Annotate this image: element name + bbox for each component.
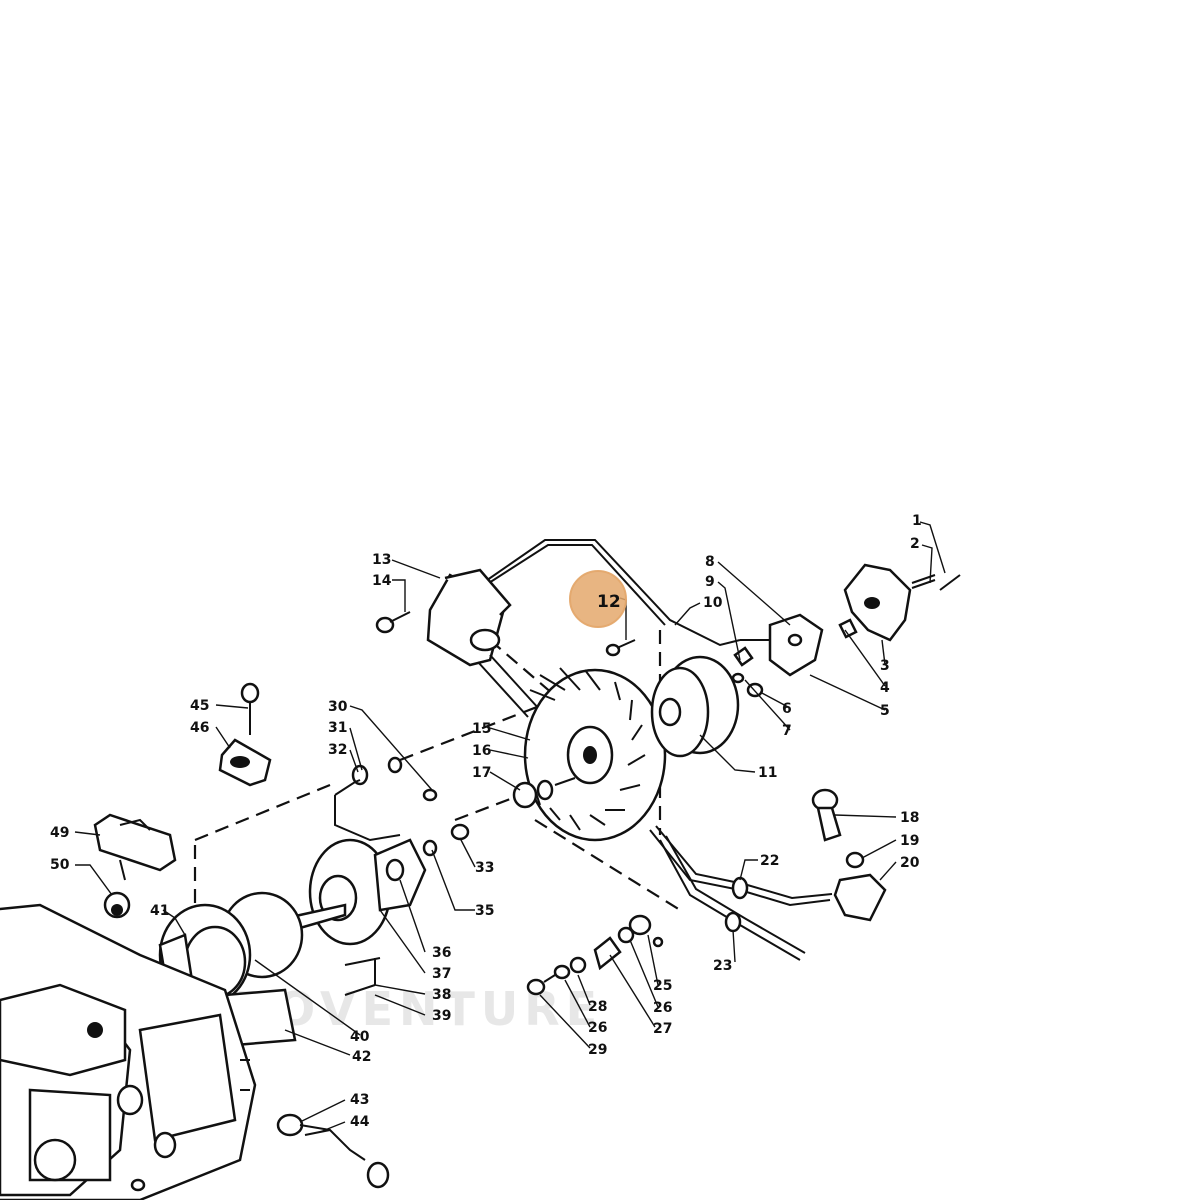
callout-10-label[interactable]: 10 (703, 595, 723, 611)
callout-26b-label[interactable]: 26 (588, 1020, 607, 1036)
callout-49-label[interactable]: 49 (50, 825, 69, 841)
callout-6-label[interactable]: 6 (782, 701, 792, 717)
callout-35-label[interactable]: 35 (475, 903, 494, 919)
callout-32-label[interactable]: 32 (328, 742, 347, 758)
callout-2-label[interactable]: 2 (910, 536, 920, 552)
callout-29-label[interactable]: 29 (588, 1042, 607, 1058)
callout-39-label[interactable]: 39 (432, 1008, 451, 1024)
callout-45-label[interactable]: 45 (190, 698, 209, 714)
callout-12-label[interactable]: 12 (597, 592, 621, 612)
callout-50-label[interactable]: 50 (50, 857, 70, 873)
callout-16-label[interactable]: 16 (472, 743, 491, 759)
callout-7-label[interactable]: 7 (782, 723, 792, 739)
callout-22-label[interactable]: 22 (760, 853, 779, 869)
flywheel (523, 667, 667, 842)
flywheel-nut (512, 777, 576, 809)
callout-8-label[interactable]: 8 (705, 554, 715, 570)
callout-13-label[interactable]: 13 (372, 552, 391, 568)
drain-plug-parts (276, 1113, 390, 1189)
callout-28-label[interactable]: 28 (588, 999, 607, 1015)
callout-5-label[interactable]: 5 (880, 703, 890, 719)
callout-15-label[interactable]: 15 (472, 721, 491, 737)
starter-assembly (220, 756, 470, 996)
callout-33-label[interactable]: 33 (475, 860, 494, 876)
callout-41-label[interactable]: 41 (150, 903, 169, 919)
callout-44-label[interactable]: 44 (350, 1114, 370, 1130)
rotor-disc (650, 655, 740, 758)
callout-26a-label[interactable]: 26 (653, 1000, 672, 1016)
callout-3-label[interactable]: 3 (880, 658, 890, 674)
callout-labels: 1234567891011131415161718192022232526272… (50, 513, 922, 1130)
ignition-coil (426, 568, 541, 718)
callout-43-label[interactable]: 43 (350, 1092, 369, 1108)
switch-small-parts (526, 914, 664, 996)
callout-17-label[interactable]: 17 (472, 765, 491, 781)
callout-37-label[interactable]: 37 (432, 966, 451, 982)
callout-20-label[interactable]: 20 (900, 855, 920, 871)
handle-parts (93, 682, 272, 919)
lead-grommets (724, 876, 749, 933)
callout-18-label[interactable]: 18 (900, 810, 919, 826)
leader-lines (74, 521, 946, 1133)
crankcase-body (0, 903, 257, 1200)
callout-36-label[interactable]: 36 (432, 945, 451, 961)
callout-23-label[interactable]: 23 (713, 958, 732, 974)
callout-11-label[interactable]: 11 (758, 765, 777, 781)
callout-14-label[interactable]: 14 (372, 573, 392, 589)
callout-40-label[interactable]: 40 (350, 1029, 370, 1045)
callout-31-label[interactable]: 31 (328, 720, 347, 736)
breaker-plate (731, 563, 961, 698)
coil-screws (375, 611, 636, 657)
spark-plug-assembly (811, 788, 887, 922)
callout-9-label[interactable]: 9 (705, 574, 715, 590)
callout-30-label[interactable]: 30 (328, 699, 348, 715)
callout-19-label[interactable]: 19 (900, 833, 919, 849)
callout-27-label[interactable]: 27 (653, 1021, 672, 1037)
callout-38-label[interactable]: 38 (432, 987, 451, 1003)
callout-46-label[interactable]: 46 (190, 720, 209, 736)
callout-42-label[interactable]: 42 (352, 1049, 371, 1065)
callout-4-label[interactable]: 4 (880, 680, 890, 696)
callout-1-label[interactable]: 1 (912, 513, 922, 529)
highlight-circle[interactable] (569, 570, 627, 628)
callout-25-label[interactable]: 25 (653, 978, 672, 994)
